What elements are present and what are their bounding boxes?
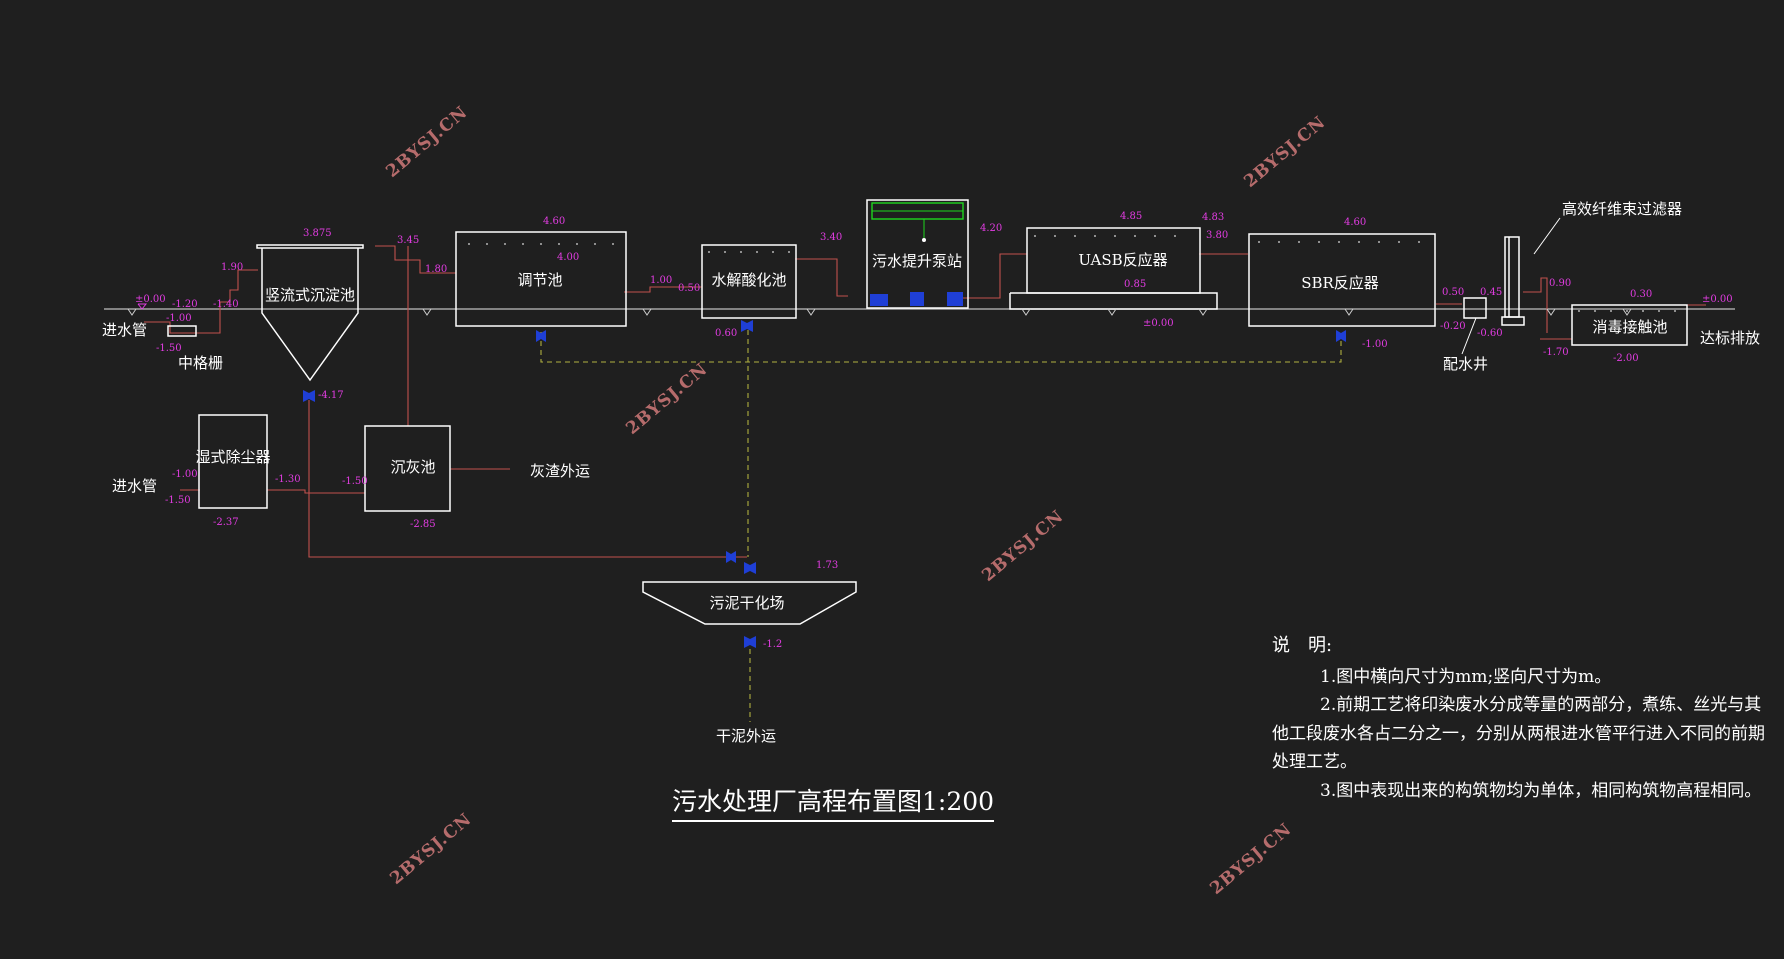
leader-distribution-well (1461, 317, 1477, 355)
elev-uasb-top: 4.85 (1120, 211, 1142, 222)
drawing-title: 污水处理厂高程布置图1:200 (672, 782, 995, 822)
structures (167, 199, 1688, 625)
pump-equipment (870, 202, 964, 306)
settle-body (261, 248, 359, 382)
watermark: 2BYSJ.CN (382, 102, 471, 182)
watermark: 2BYSJ.CN (386, 809, 475, 889)
elev-screen-c: -1.00 (166, 313, 192, 324)
elev-inlet-top: ±0.00 (135, 294, 166, 305)
label-uasb-reactor: UASB反应器 (1078, 251, 1167, 269)
label-vertical-settling-tank: 竖流式沉淀池 (265, 286, 355, 304)
elev-screen-a: -1.20 (172, 299, 198, 310)
elev-pipe-1-80: 1.80 (425, 264, 447, 275)
watermark: 2BYSJ.CN (1240, 112, 1329, 192)
valves (303, 320, 1346, 648)
label-sludge-drying-bed: 污泥干化场 (709, 594, 784, 612)
elev-disinf-bottom: -2.00 (1613, 353, 1639, 364)
elev-uasb-out: 4.83 (1202, 212, 1224, 223)
elev-ash-in: -1.50 (342, 476, 368, 487)
settle-top-rim (256, 244, 364, 249)
filter-tube (1504, 236, 1520, 318)
elev-screen-d: -1.50 (156, 343, 182, 354)
elev-sludge-top: 1.73 (816, 560, 838, 571)
sbr-box (1248, 233, 1436, 327)
hydrolysis-box (701, 244, 797, 319)
elev-pump-out: 4.20 (980, 223, 1002, 234)
elev-sbr-bottom: -1.00 (1362, 339, 1388, 350)
leader-fiber-filter (1533, 217, 1561, 255)
label-wet-dust-collector: 湿式除尘器 (195, 448, 270, 466)
label-sludge-out: 干泥外运 (716, 727, 776, 745)
elev-outlet: ±0.00 (1702, 294, 1733, 305)
elev-well-b: -0.20 (1440, 321, 1466, 332)
elev-pipe-1-00: 1.00 (650, 275, 672, 286)
watermarks: 2BYSJ.CN 2BYSJ.CN 2BYSJ.CN 2BYSJ.CN 2BYS… (382, 102, 1329, 899)
elev-ash-bottom: -2.85 (410, 519, 436, 530)
label-lift-pump-station: 污水提升泵站 (872, 252, 962, 270)
sludge-pipes (540, 330, 1342, 722)
note-item: 3.图中表现出来的构筑物均为单体，相同构筑物高程相同。 (1320, 780, 1762, 801)
elev-marker: ±0.00 (135, 294, 166, 310)
ground-hatches (127, 308, 1632, 316)
pump-box (866, 199, 969, 309)
elevation-markers: ±0.00 -1.20 -1.40 -1.00 -1.50 1.90 3.875… (135, 211, 1733, 650)
elev-settle-top: 3.875 (303, 228, 332, 239)
uasb-base (1009, 292, 1218, 310)
elev-dust-out: -1.30 (275, 474, 301, 485)
label-inlet-bottom: 进水管 (112, 477, 157, 495)
label-ash-settling-tank: 沉灰池 (390, 458, 435, 476)
label-inlet-top: 进水管 (102, 321, 147, 339)
watermark: 2BYSJ.CN (978, 506, 1067, 586)
elev-sbr-top: 4.60 (1344, 217, 1366, 228)
label-regulating-tank: 调节池 (517, 271, 562, 289)
ash-box (364, 425, 451, 512)
disinfection-box (1571, 304, 1688, 346)
elev-screen-b: -1.40 (213, 299, 239, 310)
elev-dust-bottom: -2.37 (213, 517, 239, 528)
watermark: 2BYSJ.CN (1206, 819, 1295, 899)
label-screen: 中格栅 (178, 354, 223, 372)
elev-disinf-top: 0.30 (1630, 289, 1652, 300)
elev-settle-bottom: -4.17 (318, 390, 344, 401)
elev-sludge-bottom: -1.2 (763, 639, 782, 650)
label-disinfection-tank: 消毒接触池 (1592, 318, 1667, 336)
note-item: 2.前期工艺将印染废水分成等量的两部分，煮练、丝光与其他工段废水各占二分之一，分… (1272, 695, 1765, 772)
elev-reg-top: 4.60 (543, 216, 565, 227)
label-distribution-well: 配水井 (1443, 355, 1488, 373)
regulating-box (455, 231, 627, 327)
elev-hyd-in: 0.50 (678, 283, 700, 294)
elev-well-c: 0.45 (1480, 287, 1502, 298)
elev-disinf-in: -1.70 (1543, 347, 1569, 358)
elev-dust-b: -1.50 (165, 495, 191, 506)
label-fiber-filter: 高效纤维束过滤器 (1562, 200, 1682, 218)
watermark: 2BYSJ.CN (622, 359, 711, 439)
notes-block: 说 明: 1.图中横向尺寸为mm;竖向尺寸为m。 2.前期工艺将印染废水分成等量… (1272, 632, 1772, 805)
label-discharge: 达标排放 (1700, 329, 1760, 347)
dust-box (198, 414, 268, 509)
elev-filter-out: 0.90 (1549, 278, 1571, 289)
elev-sbr-in: 3.80 (1206, 230, 1228, 241)
elev-hyd-bottom: 0.60 (715, 328, 737, 339)
elev-uasb-bottom: 0.85 (1124, 279, 1146, 290)
screen-box (167, 325, 197, 337)
elev-uasb-ground: ±0.00 (1143, 318, 1174, 329)
label-sbr-reactor: SBR反应器 (1301, 274, 1379, 292)
elev-pipe-1-90: 1.90 (221, 262, 243, 273)
elev-well-d: -0.60 (1477, 328, 1503, 339)
well-box (1463, 297, 1487, 319)
water-surface-marks (468, 235, 1680, 312)
water-pipes (144, 245, 1706, 558)
elev-pipe-3-45: 3.45 (397, 235, 419, 246)
elev-well-a: 0.50 (1442, 287, 1464, 298)
label-ash-out: 灰渣外运 (530, 462, 590, 480)
notes-heading: 说 明: (1272, 635, 1333, 656)
sludge-bed (642, 581, 857, 625)
label-hydrolysis-tank: 水解酸化池 (711, 271, 786, 289)
elev-dust-a: -1.00 (172, 469, 198, 480)
note-item: 1.图中横向尺寸为mm;竖向尺寸为m。 (1320, 666, 1612, 687)
elev-reg-water: 4.00 (557, 252, 579, 263)
elev-pipe-3-40: 3.40 (820, 232, 842, 243)
